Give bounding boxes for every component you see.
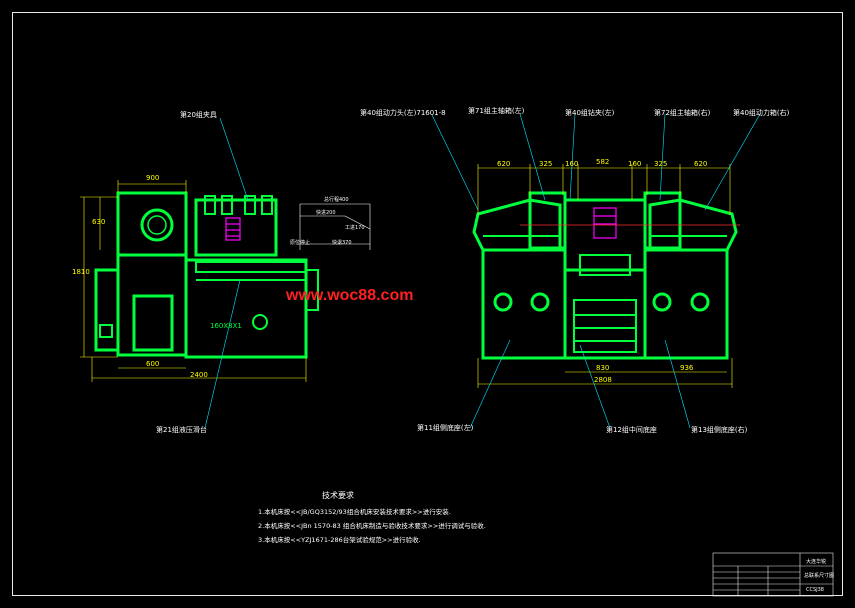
leader-unit-11	[469, 339, 511, 429]
dim-label-630: 630	[92, 218, 106, 226]
callout-unit-13: 第13组侧底座(右)	[691, 426, 748, 434]
title-block	[712, 552, 834, 597]
leader-unit-12	[579, 344, 611, 429]
callout-unit-40-left: 第40组动力头(左)71601-8	[360, 109, 446, 117]
front-right-hole-2	[690, 292, 710, 312]
dim-label-r7: 620	[694, 160, 708, 168]
side-spindle-inner	[147, 215, 167, 235]
leader-unit-72	[659, 113, 666, 201]
drawing-frame	[12, 12, 843, 596]
slide-label: 160X8X1	[210, 322, 242, 330]
callout-unit-71: 第71组主轴箱(左)	[468, 107, 525, 115]
side-column-window	[132, 294, 174, 352]
callout-unit-40-right: 第40组动力箱(右)	[733, 109, 790, 117]
side-slide-end	[305, 269, 319, 311]
front-view-dimensions	[477, 164, 733, 388]
side-fixture	[194, 198, 278, 257]
cycle-fast: 快进200	[316, 210, 336, 216]
dim-label-r3: 160	[565, 160, 579, 168]
dim-label-r4: 582	[596, 158, 610, 166]
side-left-base	[94, 268, 120, 352]
cycle-work-line	[344, 215, 371, 230]
callout-unit-11: 第11组侧底座(左)	[417, 424, 474, 432]
title-block-frame	[712, 552, 834, 597]
dim-label-1810: 1810	[72, 268, 90, 276]
dim-label-r6: 325	[654, 160, 668, 168]
callout-unit-21: 第21组液压滑台	[156, 426, 207, 434]
tech-item-2: 2.本机床按<<JBn 1570-83 组合机床制造与验收技术要求>>进行调试与…	[258, 522, 486, 530]
side-handwheel	[252, 314, 268, 330]
leader-unit-40-right	[704, 113, 761, 211]
dim-label-830: 830	[596, 364, 610, 372]
tb-company: 大连华锐	[806, 559, 827, 565]
front-right-hole-1	[652, 292, 672, 312]
dim-label-936: 936	[680, 364, 694, 372]
side-slide-table	[195, 261, 307, 273]
side-column	[116, 253, 188, 357]
side-foot	[99, 324, 113, 338]
callout-unit-40-mid: 第40组钻夹(左)	[565, 109, 615, 117]
dim-label-r1: 620	[497, 160, 511, 168]
front-view-machine	[472, 191, 738, 360]
leader-unit-21	[204, 279, 241, 429]
front-left-hole-2	[530, 292, 550, 312]
cycle-stop: 原位停止	[290, 240, 311, 246]
side-headstock-box	[116, 191, 188, 257]
leader-lines	[204, 113, 761, 429]
leader-unit-71	[519, 113, 546, 201]
side-clamp-highlight	[225, 217, 241, 241]
side-slide-base	[184, 258, 308, 359]
cycle-work: 工进170	[345, 225, 365, 231]
front-fixture	[563, 198, 647, 272]
dim-label-r5: 160	[628, 160, 642, 168]
front-right-base	[643, 248, 729, 360]
dim-label-r2: 325	[539, 160, 553, 168]
side-fixture-post-3	[244, 195, 256, 215]
side-fixture-post-4	[261, 195, 273, 215]
front-workpiece-highlight	[593, 207, 617, 239]
callout-unit-20: 第20组夹具	[180, 111, 217, 119]
dim-label-2400: 2400	[190, 371, 208, 379]
front-middle-window	[573, 299, 637, 353]
callout-unit-72: 第72组主轴箱(右)	[654, 109, 711, 117]
tb-drawing-no: CCSJ38	[806, 587, 824, 593]
leader-unit-13	[664, 339, 691, 429]
tech-title: 技术要求	[322, 491, 354, 500]
side-view-machine	[94, 191, 319, 359]
front-fixture-base	[579, 254, 631, 276]
dim-label-600: 600	[146, 360, 160, 368]
leader-unit-40-left	[431, 114, 479, 211]
cycle-total: 总行程400	[324, 197, 349, 203]
callout-unit-12: 第12组中间底座	[606, 426, 657, 434]
side-fixture-post-2	[221, 195, 233, 215]
leader-unit-20	[219, 117, 249, 201]
front-left-hole-1	[493, 292, 513, 312]
dim-label-900: 900	[146, 174, 160, 182]
side-view-highlight	[225, 217, 241, 241]
side-view-dimensions	[80, 180, 307, 382]
tb-drawing-name: 总联系尺寸图	[804, 573, 835, 579]
cycle-back: 快退370	[332, 240, 352, 246]
leader-unit-40-mid	[569, 113, 576, 201]
cycle-diagram	[299, 203, 371, 250]
front-view-highlight	[520, 207, 740, 239]
side-fixture-post-1	[204, 195, 216, 215]
dim-label-2808: 2808	[594, 376, 612, 384]
tech-item-1: 1.本机床按<<JB/GQ3152/93组合机床安装技术要求>>进行安装.	[258, 508, 451, 516]
watermark: www.woc88.com	[286, 287, 414, 304]
side-spindle-circle	[140, 208, 174, 242]
tech-item-3: 3.本机床按<<YZJ1671-286台架试验规范>>进行验收.	[258, 536, 421, 544]
